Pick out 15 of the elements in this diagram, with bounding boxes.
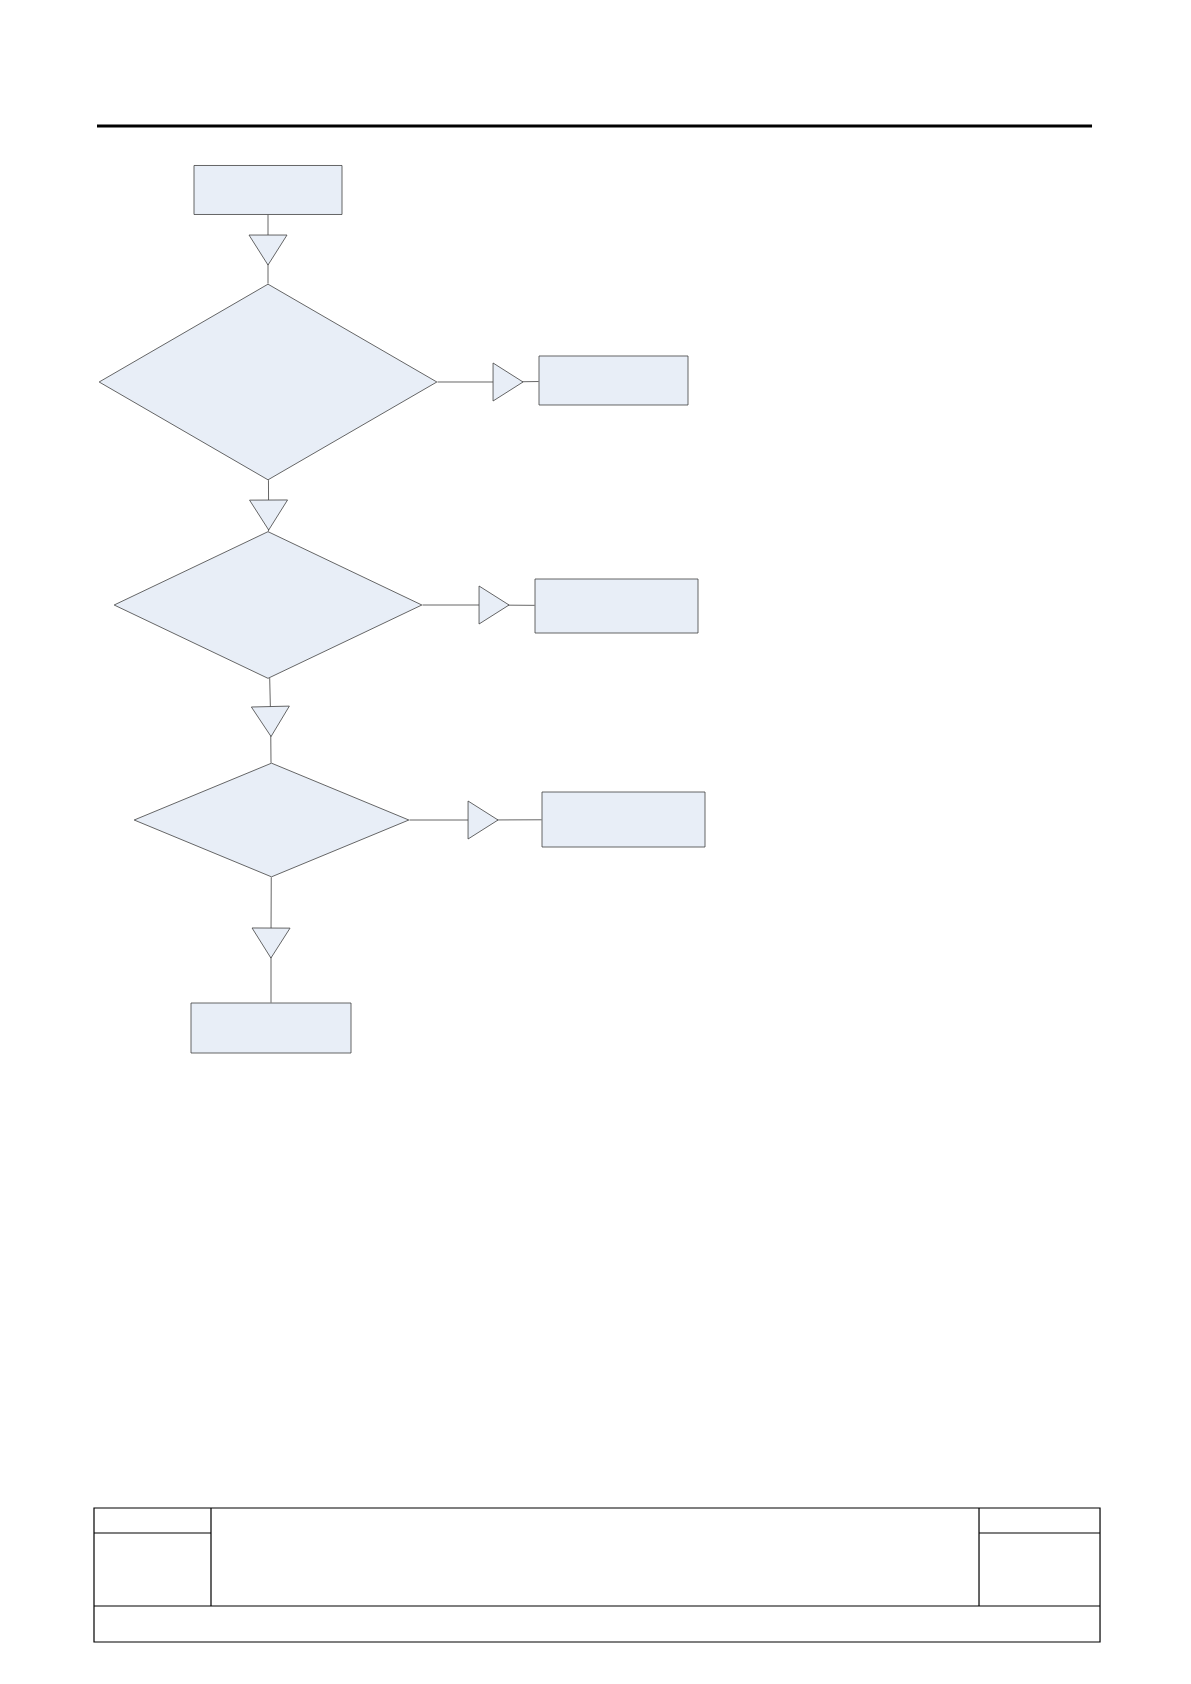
process-box [541,791,706,848]
process-box [190,1002,352,1054]
arrow [249,479,288,532]
arrow [422,585,535,625]
arrow [251,876,291,1003]
decision-diamond [98,283,438,481]
arrow [250,677,290,764]
arrow [437,362,539,402]
process-box [538,355,689,406]
decision-diamond [133,762,410,878]
process-box [193,165,343,215]
arrow [248,214,288,284]
decision-diamond [113,531,423,679]
arrow [409,800,542,840]
process-box [534,578,699,634]
